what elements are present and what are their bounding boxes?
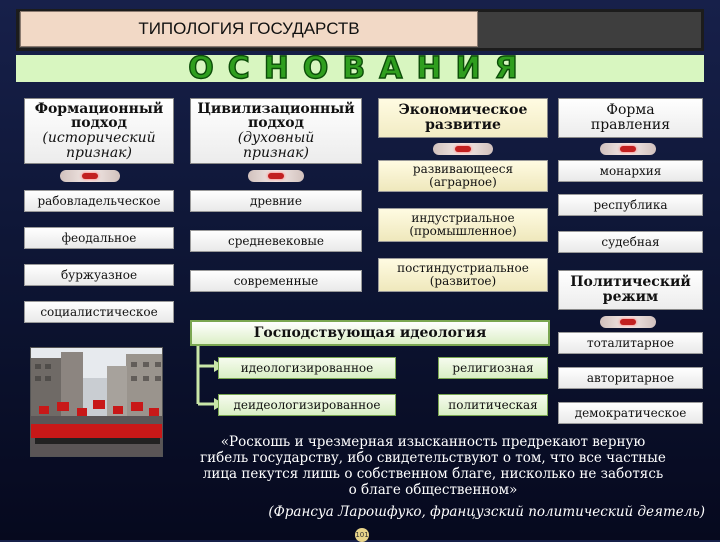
economic-header: Экономическое развитие (378, 98, 548, 138)
government-form-header: Форма правления (558, 98, 703, 138)
civilizational-header-l2: подход (197, 116, 354, 131)
ideology-item-label: деидеологизированное (233, 399, 380, 412)
government-form-item-label: республика (593, 199, 667, 212)
government-form-item-label: монархия (600, 165, 662, 178)
political-regime-header: Политический режим (558, 270, 703, 310)
banner: ОСНОВАНИЯ (16, 53, 704, 83)
formational-header-l4: признак) (35, 146, 164, 161)
ideology-item-label: идеологизированное (241, 362, 374, 375)
political-regime-item-label: демократическое (575, 407, 687, 420)
economic-header-l2: развитие (399, 118, 528, 133)
economic-item-l2: (промышленное) (409, 225, 516, 238)
formational-item-bourgeois: буржуазное (24, 264, 174, 286)
ideology-item-political: политическая (438, 394, 548, 416)
civilizational-item-label: современные (234, 275, 319, 288)
formational-item-label: буржуазное (61, 269, 137, 282)
quote-line: «Роскошь и чрезмерная изысканность предр… (150, 434, 716, 450)
civilizational-item-modern: современные (190, 270, 362, 292)
government-form-connector (600, 143, 656, 155)
quote-line: лица пекутся лишь о собственном благе, н… (150, 466, 716, 482)
civilizational-header-l3: (духовный (197, 131, 354, 146)
government-form-item-label: судебная (601, 236, 659, 249)
government-form-header-l1: Форма (591, 103, 670, 118)
formational-item-socialist: социалистическое (24, 301, 174, 323)
formational-connector (60, 170, 120, 182)
ideology-item-label: политическая (448, 399, 537, 412)
formational-item-slave: рабовладельческое (24, 190, 174, 212)
civilizational-header: Цивилизационный подход (духовный признак… (190, 98, 362, 164)
civilizational-header-l1: Цивилизационный (197, 102, 354, 117)
political-regime-item-totalitarian: тоталитарное (558, 332, 703, 354)
formational-header-l1: Формационный (35, 102, 164, 117)
political-regime-connector (600, 316, 656, 328)
quote: «Роскошь и чрезмерная изысканность предр… (150, 434, 716, 498)
economic-item-l2: (аграрное) (413, 176, 513, 189)
formational-header-l2: подход (35, 116, 164, 131)
economic-header-l1: Экономическое (399, 103, 528, 118)
banner-svg: ОСНОВАНИЯ (16, 53, 704, 83)
demonstration-photo (30, 347, 163, 457)
political-regime-item-label: авторитарное (587, 372, 674, 385)
government-form-item-republic: республика (558, 194, 703, 216)
page-title-text: ТИПОЛОГИЯ ГОСУДАРСТВ (138, 19, 359, 39)
formational-header: Формационный подход (исторический призна… (24, 98, 174, 164)
civilizational-item-label: средневековые (228, 235, 324, 248)
economic-item-developing: развивающееся(аграрное) (378, 160, 548, 192)
quote-line: гибель государству, ибо свидетельствуют … (150, 450, 716, 466)
ideology-header: Господствующая идеология (190, 320, 550, 346)
ideology-item-religious: религиозная (438, 357, 548, 379)
demonstration-photo-image (31, 348, 163, 457)
government-form-item-judicial: судебная (558, 231, 703, 253)
formational-item-feudal: феодальное (24, 227, 174, 249)
quote-author: (Франсуа Ларошфуко, французский политиче… (215, 504, 705, 520)
civilizational-header-l4: признак) (197, 146, 354, 161)
civilizational-item-label: древние (250, 195, 302, 208)
ideology-header-label: Господствующая идеология (254, 326, 487, 341)
government-form-header-l2: правления (591, 118, 670, 133)
formational-item-label: рабовладельческое (37, 195, 160, 208)
formational-item-label: социалистическое (40, 306, 157, 319)
economic-connector (433, 143, 493, 155)
quote-line: о благе общественном» (150, 482, 716, 498)
government-form-item-monarchy: монархия (558, 160, 703, 182)
political-regime-item-democratic: демократическое (558, 402, 703, 424)
economic-item-postindustrial: постиндустриальное(развитое) (378, 258, 548, 292)
formational-item-label: феодальное (62, 232, 137, 245)
ideology-item-label: религиозная (452, 362, 533, 375)
formational-header-l3: (исторический (35, 131, 164, 146)
banner-word: ОСНОВАНИЯ (188, 53, 532, 83)
political-regime-item-authoritarian: авторитарное (558, 367, 703, 389)
political-regime-header-l1: Политический (570, 275, 690, 290)
economic-item-industrial: индустриальное(промышленное) (378, 208, 548, 242)
civilizational-connector (248, 170, 304, 182)
ideology-item-ideologized: идеологизированное (218, 357, 396, 379)
ideology-item-deideologized: деидеологизированное (218, 394, 396, 416)
economic-item-l2: (развитое) (397, 275, 529, 288)
political-regime-item-label: тоталитарное (587, 337, 674, 350)
page-title: ТИПОЛОГИЯ ГОСУДАРСТВ (20, 11, 478, 47)
civilizational-item-medieval: средневековые (190, 230, 362, 252)
civilizational-item-ancient: древние (190, 190, 362, 212)
political-regime-header-l2: режим (570, 290, 690, 305)
